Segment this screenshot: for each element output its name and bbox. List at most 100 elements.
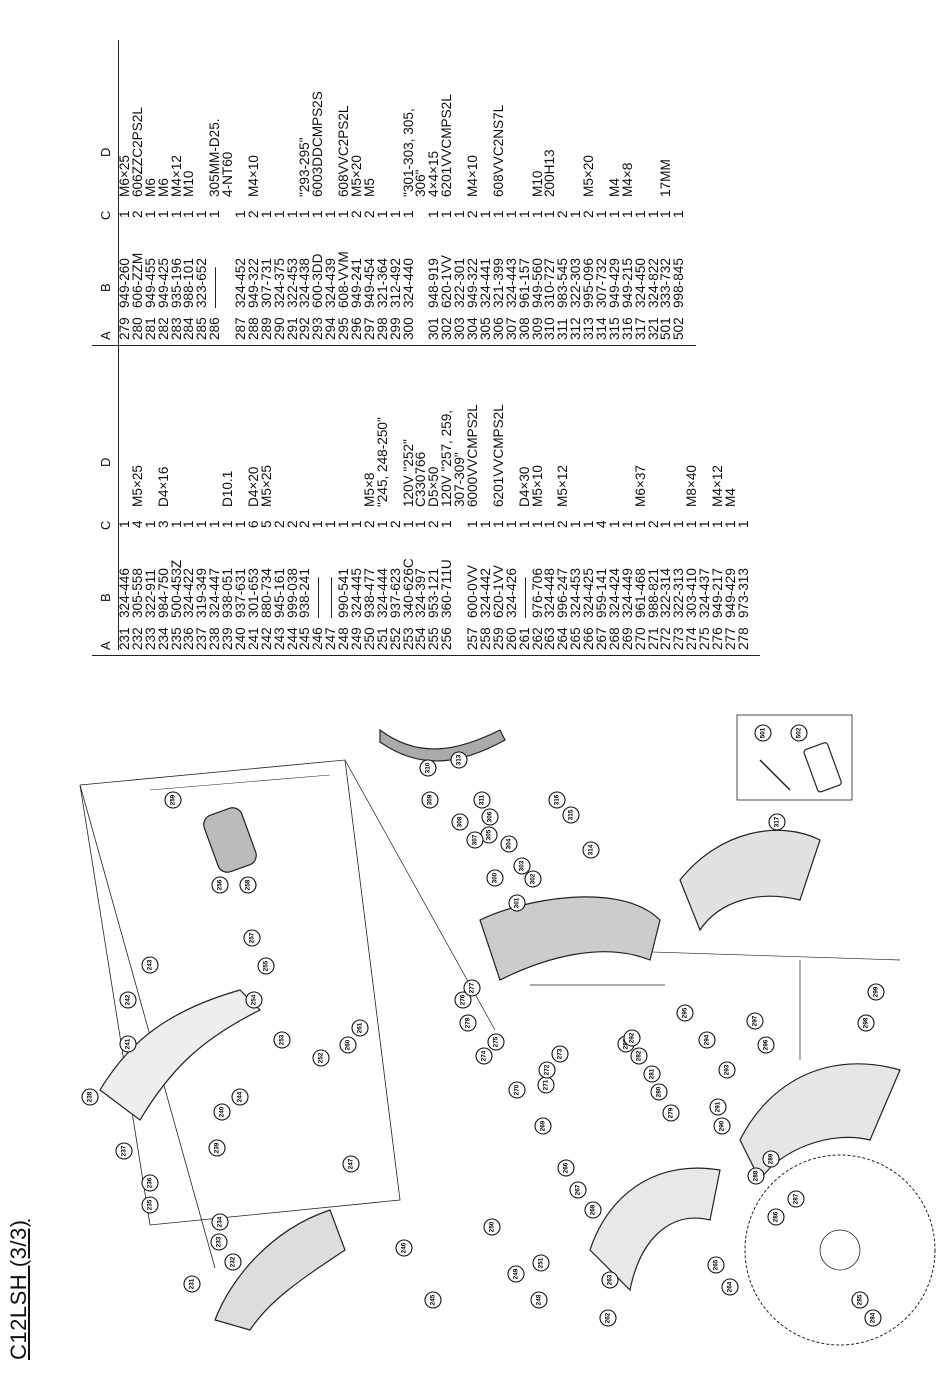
- svg-text:271: 271: [543, 1079, 550, 1090]
- svg-text:272: 272: [544, 1064, 551, 1075]
- callout-250: 250: [483, 1218, 501, 1236]
- callout-317: 317: [768, 813, 786, 831]
- svg-text:233: 233: [216, 1236, 223, 1247]
- svg-text:284: 284: [870, 1312, 877, 1323]
- svg-text:248: 248: [536, 1294, 543, 1305]
- callout-263: 263: [601, 1271, 619, 1289]
- blade-guard-part: [739, 1063, 901, 1182]
- callout-241: 241: [119, 1035, 137, 1053]
- svg-text:244: 244: [237, 1091, 244, 1102]
- callout-255: 255: [257, 957, 275, 975]
- svg-text:239: 239: [214, 1142, 221, 1153]
- callout-242: 242: [119, 991, 137, 1009]
- callout-279: 279: [662, 1104, 680, 1122]
- belt-part: [379, 728, 506, 762]
- callout-304: 304: [500, 835, 518, 853]
- svg-text:252: 252: [318, 1052, 325, 1063]
- svg-text:256: 256: [217, 879, 224, 890]
- svg-text:315: 315: [568, 809, 575, 820]
- callout-243: 243: [141, 956, 159, 974]
- callout-232: 232: [224, 1253, 242, 1271]
- svg-text:296: 296: [763, 1039, 770, 1050]
- callout-287: 287: [787, 1190, 805, 1208]
- svg-text:250: 250: [489, 1221, 496, 1232]
- callout-296: 296: [757, 1036, 775, 1054]
- svg-text:243: 243: [147, 959, 154, 970]
- svg-text:279: 279: [668, 1107, 675, 1118]
- callout-238: 238: [81, 1088, 99, 1106]
- svg-text:262: 262: [605, 1312, 612, 1323]
- svg-text:264: 264: [727, 1281, 734, 1292]
- callout-306: 306: [481, 808, 499, 826]
- callout-274: 274: [475, 1047, 493, 1065]
- accessory-box: [736, 714, 853, 801]
- svg-text:303: 303: [519, 860, 526, 871]
- callout-285: 285: [851, 1291, 869, 1309]
- svg-text:277: 277: [469, 982, 476, 993]
- svg-text:266: 266: [563, 1162, 570, 1173]
- svg-text:298: 298: [863, 1017, 870, 1028]
- callout-245: 245: [424, 1291, 442, 1309]
- svg-text:245: 245: [430, 1294, 437, 1305]
- callout-270: 270: [508, 1081, 526, 1099]
- callout-313: 313: [450, 751, 468, 769]
- callout-group: 2312322332342352362372382392402412422432…: [81, 724, 885, 1327]
- svg-text:293: 293: [724, 1064, 731, 1075]
- callout-310: 310: [419, 759, 437, 777]
- callout-299: 299: [867, 983, 885, 1001]
- callout-286: 286: [767, 1208, 785, 1226]
- callout-269: 269: [534, 1117, 552, 1135]
- callout-295: 295: [676, 1004, 694, 1022]
- svg-text:278: 278: [465, 1017, 472, 1028]
- callout-316: 316: [548, 791, 566, 809]
- svg-text:286: 286: [773, 1211, 780, 1222]
- callout-251: 251: [532, 1254, 550, 1272]
- callout-281: 281: [643, 1065, 661, 1083]
- svg-text:238: 238: [87, 1091, 94, 1102]
- callout-244: 244: [231, 1088, 249, 1106]
- front-handle-part: [589, 1167, 721, 1292]
- svg-text:287: 287: [793, 1193, 800, 1204]
- callout-311: 311: [473, 791, 491, 809]
- svg-text:310: 310: [425, 762, 432, 773]
- callout-246: 246: [395, 1239, 413, 1257]
- callout-267: 267: [569, 1181, 587, 1199]
- callout-303: 303: [513, 857, 531, 875]
- svg-text:282: 282: [636, 1050, 643, 1061]
- callout-293: 293: [718, 1061, 736, 1079]
- svg-text:299: 299: [873, 986, 880, 997]
- callout-266: 266: [557, 1159, 575, 1177]
- callout-256: 256: [211, 876, 229, 894]
- callout-248: 248: [530, 1291, 548, 1309]
- gear-box-part: [479, 896, 661, 981]
- svg-text:306: 306: [487, 811, 494, 822]
- svg-text:281: 281: [649, 1068, 656, 1079]
- svg-text:265: 265: [713, 1259, 720, 1270]
- svg-text:290: 290: [719, 1120, 726, 1131]
- svg-text:288: 288: [753, 1170, 760, 1181]
- svg-text:263: 263: [607, 1274, 614, 1285]
- svg-text:301: 301: [514, 897, 521, 908]
- callout-261: 261: [351, 1019, 369, 1037]
- svg-text:234: 234: [217, 1216, 224, 1227]
- callout-301: 301: [508, 894, 526, 912]
- svg-text:295: 295: [682, 1007, 689, 1018]
- svg-text:258: 258: [245, 879, 252, 890]
- callout-288: 288: [747, 1167, 765, 1185]
- callout-259: 259: [164, 791, 182, 809]
- armature-part: [203, 807, 257, 873]
- svg-text:297: 297: [752, 1015, 759, 1026]
- callout-291: 291: [709, 1098, 727, 1116]
- callout-265: 265: [707, 1256, 725, 1274]
- callout-264: 264: [721, 1278, 739, 1296]
- svg-text:235: 235: [147, 1199, 154, 1210]
- svg-text:253: 253: [279, 1034, 286, 1045]
- callout-234: 234: [211, 1213, 229, 1231]
- callout-237: 237: [115, 1142, 133, 1160]
- svg-text:236: 236: [147, 1177, 154, 1188]
- callout-294: 294: [698, 1031, 716, 1049]
- callout-252: 252: [312, 1049, 330, 1067]
- callout-290: 290: [713, 1117, 731, 1135]
- callout-298: 298: [857, 1014, 875, 1032]
